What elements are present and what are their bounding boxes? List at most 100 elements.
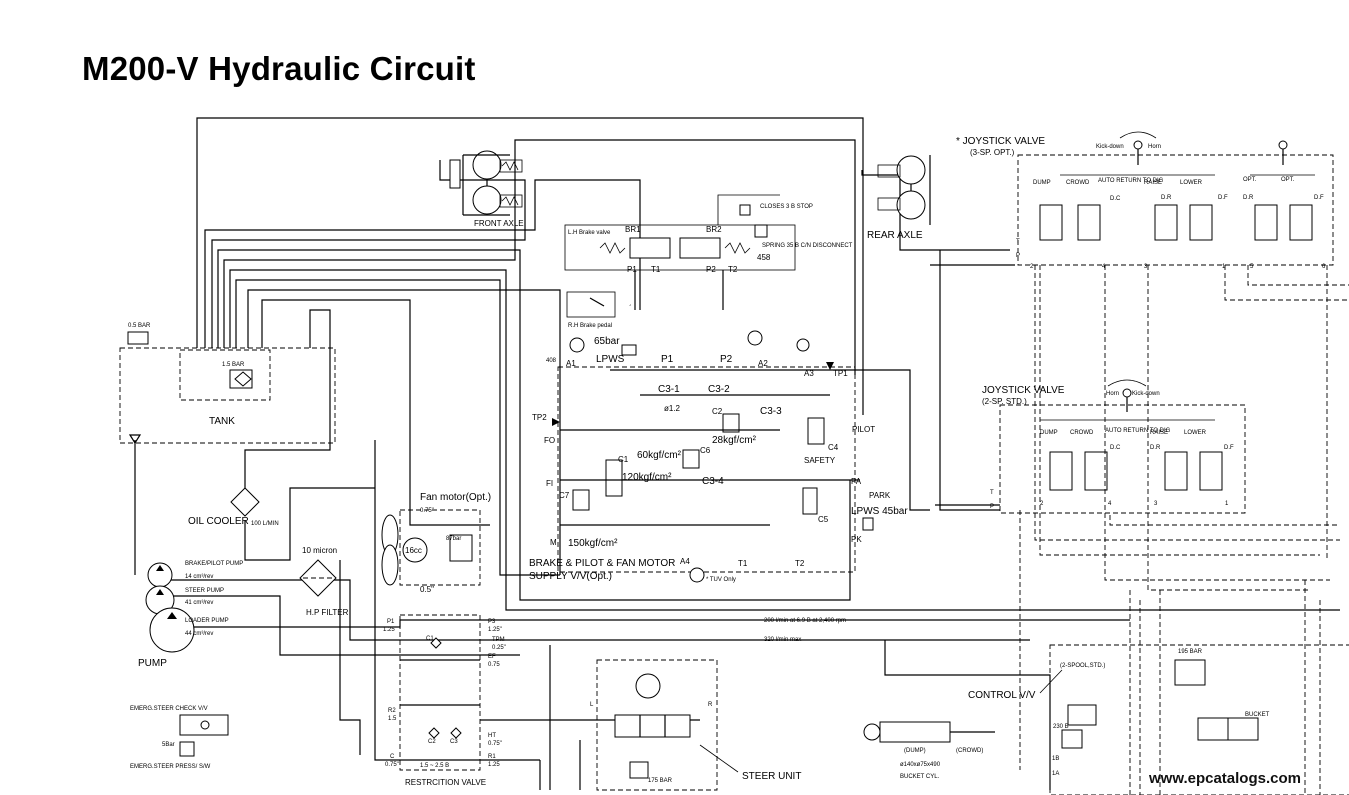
svg-text:TP2: TP2 (532, 413, 547, 422)
svg-text:C3-4: C3-4 (702, 476, 724, 487)
svg-text:EMERG.STEER PRESS/ S/W: EMERG.STEER PRESS/ S/W (130, 764, 211, 770)
svg-text:A3: A3 (804, 369, 814, 378)
svg-text:41 cm³/rev: 41 cm³/rev (185, 600, 213, 606)
svg-text:PARK: PARK (869, 491, 891, 500)
svg-text:(2-SP. STD.): (2-SP. STD.) (982, 397, 1027, 406)
supply-valve-block: 408 A1 65bar LPWS P1 P2 A2 A3 TP1 TP2 C3… (529, 304, 908, 583)
svg-text:PK: PK (851, 535, 862, 544)
svg-text:R: R (708, 702, 713, 708)
svg-text:Horn: Horn (1106, 391, 1119, 397)
fan-motor: Fan motor(Opt.) 0.75" 16cc 87bar 0.5" (381, 492, 491, 594)
svg-text:T1: T1 (738, 559, 748, 568)
svg-text:28kgf/cm²: 28kgf/cm² (712, 435, 757, 446)
steer-unit: 175 BAR L R STEER UNIT (590, 659, 801, 791)
svg-text:0.75: 0.75 (488, 662, 500, 668)
svg-text:P3: P3 (488, 619, 496, 625)
rear-axle-label: REAR AXLE (867, 230, 923, 241)
svg-text:4: 4 (1108, 501, 1112, 507)
svg-text:FO: FO (544, 436, 555, 445)
svg-text:BRAKE/PILOT PUMP: BRAKE/PILOT PUMP (185, 561, 243, 567)
page-title: M200-V Hydraulic Circuit (82, 50, 476, 87)
svg-text:P2: P2 (706, 265, 716, 274)
svg-text:1.5 BAR: 1.5 BAR (222, 362, 245, 368)
pump-label: PUMP (138, 658, 167, 669)
svg-text:D.R: D.R (1150, 445, 1161, 451)
svg-text:R.H Brake pedal: R.H Brake pedal (568, 323, 612, 329)
oil-cooler: OIL COOLER 100 L/MIN (188, 487, 279, 527)
svg-text:AUTO RETURN TO DIG: AUTO RETURN TO DIG (1105, 428, 1171, 434)
svg-text:C5: C5 (818, 515, 829, 524)
svg-text:200 l/min at 6.9 B at 2,400 r: 200 l/min at 6.9 B at 2,400 rpm (764, 618, 846, 624)
svg-text:14 cm³/rev: 14 cm³/rev (185, 574, 213, 580)
svg-text:CLOSES 3 B STOP: CLOSES 3 B STOP (760, 204, 813, 210)
joystick-valve-2sp: JOYSTICK VALVE (2-SP. STD.) Horn Kick-do… (982, 379, 1246, 514)
watermark: www.epcatalogs.com (1149, 770, 1301, 787)
svg-text:P2: P2 (720, 354, 733, 365)
tank: TANK 0.5 BAR 1.5 BAR (119, 323, 336, 445)
svg-text:TP1: TP1 (833, 369, 848, 378)
svg-text:C1: C1 (618, 455, 629, 464)
svg-text:230 B: 230 B (1053, 724, 1069, 730)
svg-text:P1: P1 (387, 619, 395, 625)
svg-text:2: 2 (1030, 264, 1034, 270)
svg-text:T1: T1 (651, 265, 661, 274)
svg-text:RESTRCITION VALVE: RESTRCITION VALVE (405, 778, 486, 787)
svg-text:HT: HT (488, 733, 496, 739)
svg-text:C3-2: C3-2 (708, 384, 730, 395)
svg-text:CONTROL V/V: CONTROL V/V (968, 690, 1036, 701)
svg-text:TPM: TPM (492, 637, 505, 643)
svg-text:0.25": 0.25" (492, 645, 506, 651)
svg-text:P1: P1 (627, 265, 637, 274)
svg-text:RAISE: RAISE (1150, 430, 1168, 436)
tank-label: TANK (209, 416, 235, 427)
svg-text:1.5 ~ 2.5 B: 1.5 ~ 2.5 B (420, 763, 449, 769)
svg-text:1.25: 1.25 (488, 762, 500, 768)
svg-text:Kick-down: Kick-down (1096, 144, 1124, 150)
svg-text:D.R: D.R (1161, 195, 1172, 201)
svg-text:C2: C2 (428, 739, 436, 745)
svg-text:LOWER: LOWER (1180, 180, 1203, 186)
svg-text:0.5": 0.5" (420, 585, 434, 594)
svg-text:A1: A1 (566, 359, 576, 368)
svg-text:L.H Brake valve: L.H Brake valve (568, 230, 611, 236)
svg-text:T2: T2 (728, 265, 738, 274)
svg-text:458: 458 (757, 253, 771, 262)
svg-text:C7: C7 (559, 491, 570, 500)
svg-text:60kgf/cm²: 60kgf/cm² (637, 450, 682, 461)
svg-text:BR2: BR2 (706, 225, 722, 234)
svg-text:(DUMP): (DUMP) (904, 748, 926, 754)
svg-text:DUMP: DUMP (1040, 430, 1058, 436)
svg-text:FI: FI (546, 479, 553, 488)
svg-text:6: 6 (1322, 264, 1326, 270)
svg-text:P: P (990, 504, 994, 510)
svg-text:AUTO RETURN TO DIG: AUTO RETURN TO DIG (1098, 178, 1164, 184)
svg-text:STEER UNIT: STEER UNIT (742, 771, 801, 782)
svg-text:10 micron: 10 micron (302, 546, 337, 555)
svg-text:DUMP: DUMP (1033, 180, 1051, 186)
svg-text:1: 1 (1225, 501, 1229, 507)
svg-text:87bar: 87bar (446, 536, 461, 542)
svg-text:STEER PUMP: STEER PUMP (185, 588, 224, 594)
svg-text:LPWS 45bar: LPWS 45bar (851, 506, 908, 517)
svg-text:C3-1: C3-1 (658, 384, 680, 395)
svg-text:* TUV Only: * TUV Only (706, 577, 736, 583)
joystick-valve-3sp: * JOYSTICK VALVE (3-SP. OPT.) Kick-down … (956, 131, 1334, 270)
svg-text:C: C (390, 754, 395, 760)
svg-text:C4: C4 (828, 443, 839, 452)
svg-text:R2: R2 (388, 708, 396, 714)
svg-text:(CROWD): (CROWD) (956, 748, 983, 754)
svg-text:Fan motor(Opt.): Fan motor(Opt.) (420, 492, 491, 503)
svg-text:0.75": 0.75" (420, 508, 434, 514)
svg-text:OIL COOLER: OIL COOLER (188, 516, 249, 527)
svg-text:C6: C6 (700, 446, 711, 455)
svg-text:D.R: D.R (1243, 195, 1254, 201)
svg-text:3: 3 (1154, 501, 1158, 507)
lh-brake-valve: L.H Brake valve BR1 BR2 P1 T1 P2 T2 458 … (564, 194, 853, 310)
svg-text:P1: P1 (661, 354, 674, 365)
svg-text:RAISE: RAISE (1144, 180, 1162, 186)
svg-text:2: 2 (1040, 501, 1044, 507)
svg-text:C2: C2 (712, 407, 723, 416)
svg-text:SUPPLY V/V(Opt.): SUPPLY V/V(Opt.) (529, 571, 612, 582)
svg-text:PA: PA (851, 477, 862, 486)
